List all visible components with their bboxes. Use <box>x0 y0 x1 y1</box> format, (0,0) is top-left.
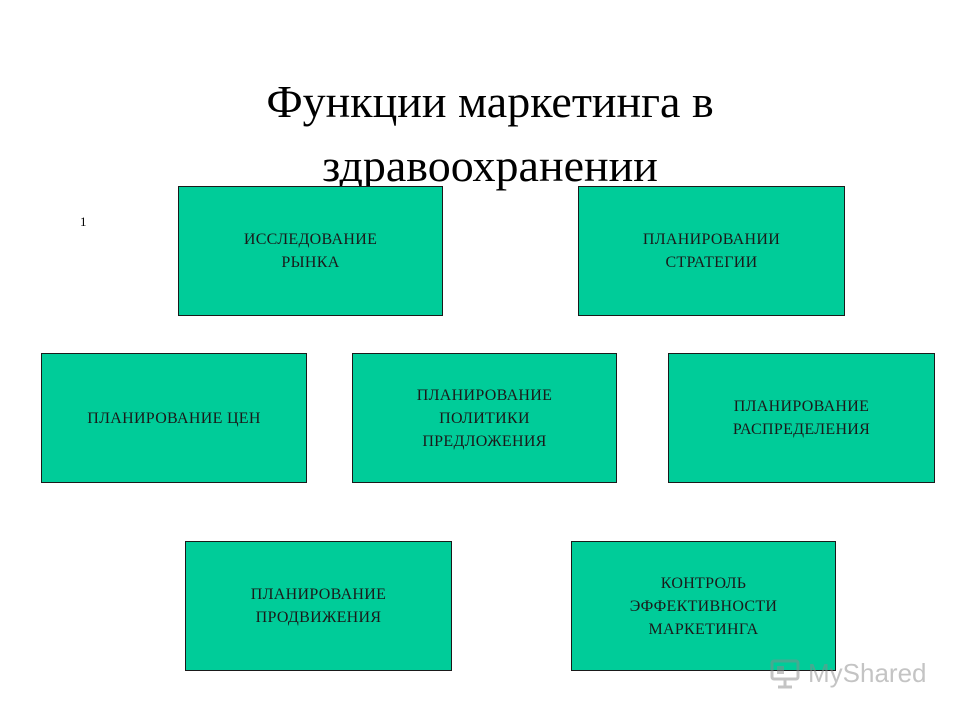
box-strategy-planning: ПЛАНИРОВАНИИ СТРАТЕГИИ <box>578 186 845 316</box>
watermark-text: MyShared <box>808 657 927 688</box>
box-promotion-planning: ПЛАНИРОВАНИЕ ПРОДВИЖЕНИЯ <box>185 541 452 671</box>
slide-number: 1 <box>80 214 87 229</box>
box-market-research: ИССЛЕДОВАНИЕ РЫНКА <box>178 186 443 316</box>
box-distribution-planning: ПЛАНИРОВАНИЕ РАСПРЕДЕЛЕНИЯ <box>668 353 935 483</box>
box-offer-policy-planning: ПЛАНИРОВАНИЕ ПОЛИТИКИ ПРЕДЛОЖЕНИЯ <box>352 353 617 483</box>
box-marketing-control: КОНТРОЛЬ ЭФФЕКТИВНОСТИ МАРКЕТИНГА <box>571 541 836 671</box>
presentation-board-icon <box>770 659 800 689</box>
box-price-planning: ПЛАНИРОВАНИЕ ЦЕН <box>41 353 307 483</box>
watermark: MyShared <box>768 656 927 690</box>
slide-title: Функции маркетинга в здравоохранении <box>266 76 714 191</box>
